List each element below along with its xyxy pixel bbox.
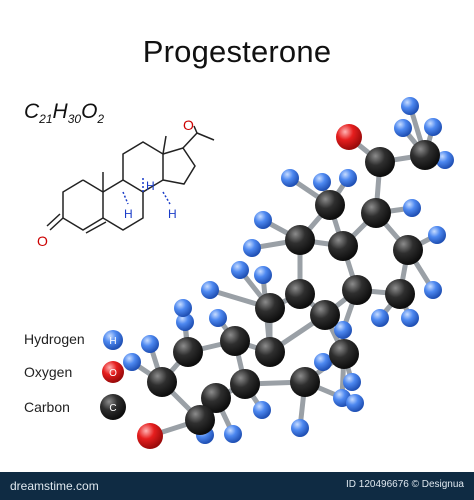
carbon-atom — [285, 225, 315, 255]
hydrogen-atom — [231, 261, 249, 279]
hydrogen-atom — [243, 239, 261, 257]
carbon-atom — [173, 337, 203, 367]
legend-oxygen-atom — [102, 361, 124, 383]
legend-oxygen-symbol: O — [109, 368, 117, 379]
hydrogen-atom — [394, 119, 412, 137]
hydrogen-atom — [253, 401, 271, 419]
legend-oxygen-label: Oxygen — [24, 364, 73, 380]
carbon-atom — [290, 367, 320, 397]
carbon-atom — [201, 383, 231, 413]
hydrogen-atom — [123, 353, 141, 371]
h-label-8: H — [146, 179, 155, 193]
footer-bar: dreamstime.com ID 120496676 © Designua — [0, 472, 474, 500]
hydrogen-atom — [291, 419, 309, 437]
formula-oxygen: O — [81, 100, 98, 123]
carbon-atom — [393, 235, 423, 265]
legend-hydrogen-symbol: H — [109, 336, 116, 347]
hydrogen-atom — [343, 373, 361, 391]
carbonyl-bond — [193, 125, 198, 134]
hydrogen-atom — [401, 309, 419, 327]
molecular-formula: C21H30O2 — [24, 100, 104, 126]
h-label-14: H — [168, 207, 177, 221]
footer-image-id: ID 120496676 © Designua — [345, 479, 464, 490]
hydrogen-atom — [424, 118, 442, 136]
hydrogen-atom — [224, 425, 242, 443]
acetyl-oxygen-label: O — [183, 117, 194, 133]
carbon-atom — [147, 367, 177, 397]
hydrogen-atom — [428, 226, 446, 244]
oxygen-atom — [336, 124, 362, 150]
legend: H O C — [100, 330, 126, 420]
carbon-atom — [255, 293, 285, 323]
carbon-atom — [230, 369, 260, 399]
formula-carbon: C — [24, 100, 40, 123]
ketone-oxygen-label: O — [37, 233, 48, 249]
ketone-bond — [49, 217, 64, 231]
hydrogen-atom — [334, 321, 352, 339]
page-title: Progesterone — [142, 34, 332, 69]
ring-a-bond — [62, 179, 104, 231]
carbon-atom — [361, 198, 391, 228]
hydrogen-atom — [174, 299, 192, 317]
carbon-atom — [328, 231, 358, 261]
formula-carbon-count: 21 — [39, 112, 53, 127]
hydrogen-atom — [209, 309, 227, 327]
legend-hydrogen-atom — [103, 330, 123, 350]
carbon-atom — [385, 279, 415, 309]
footer-brand: dreamstime.com — [10, 479, 99, 493]
ring-b-bond — [102, 179, 144, 231]
formula-hydrogen-count: 30 — [67, 112, 82, 127]
legend-carbon-label: Carbon — [24, 399, 70, 415]
hydrogen-atom — [346, 394, 364, 412]
hydrogen-atom — [313, 173, 331, 191]
carbon-atom — [185, 405, 215, 435]
ketone-double-bond — [46, 213, 61, 227]
hydrogen-atom — [403, 199, 421, 217]
carbon-atom — [365, 147, 395, 177]
ball-and-stick-model — [123, 97, 454, 449]
formula-hydrogen: H — [52, 100, 68, 123]
carbon-atom — [329, 339, 359, 369]
carbon-atom — [315, 190, 345, 220]
legend-carbon-atom — [100, 394, 126, 420]
hydrogen-atom — [371, 309, 389, 327]
ring-d-bond — [162, 147, 196, 185]
hydrogen-atom — [254, 211, 272, 229]
carbon-atom — [255, 337, 285, 367]
h-label-9: H — [124, 207, 133, 221]
carbon-atom — [410, 140, 440, 170]
stereo-bond-9 — [122, 191, 129, 205]
stereo-bond-14 — [162, 191, 171, 205]
hydrogen-atom — [424, 281, 442, 299]
side-chain-bond — [182, 132, 198, 149]
hydrogen-atom — [254, 266, 272, 284]
skeletal-formula — [46, 125, 215, 234]
hydrogen-atom — [339, 169, 357, 187]
hydrogen-atom — [201, 281, 219, 299]
legend-hydrogen-label: Hydrogen — [24, 331, 85, 347]
carbon-atom — [285, 279, 315, 309]
legend-carbon-symbol: C — [109, 403, 116, 414]
methyl-bond-18 — [162, 135, 167, 155]
hydrogen-atom — [314, 353, 332, 371]
hydrogen-atom — [176, 313, 194, 331]
hydrogen-atom — [436, 151, 454, 169]
hydrogen-atom — [401, 97, 419, 115]
acetyl-bond — [196, 132, 215, 141]
hydrogen-atom — [141, 335, 159, 353]
hydrogen-atom — [281, 169, 299, 187]
carbon-atom — [310, 300, 340, 330]
ring-a-double-bond — [85, 221, 107, 234]
carbon-atom — [220, 326, 250, 356]
formula-oxygen-count: 2 — [97, 112, 105, 127]
ring-c-bond — [122, 141, 164, 193]
oxygen-atom — [137, 423, 163, 449]
carbon-atom — [342, 275, 372, 305]
